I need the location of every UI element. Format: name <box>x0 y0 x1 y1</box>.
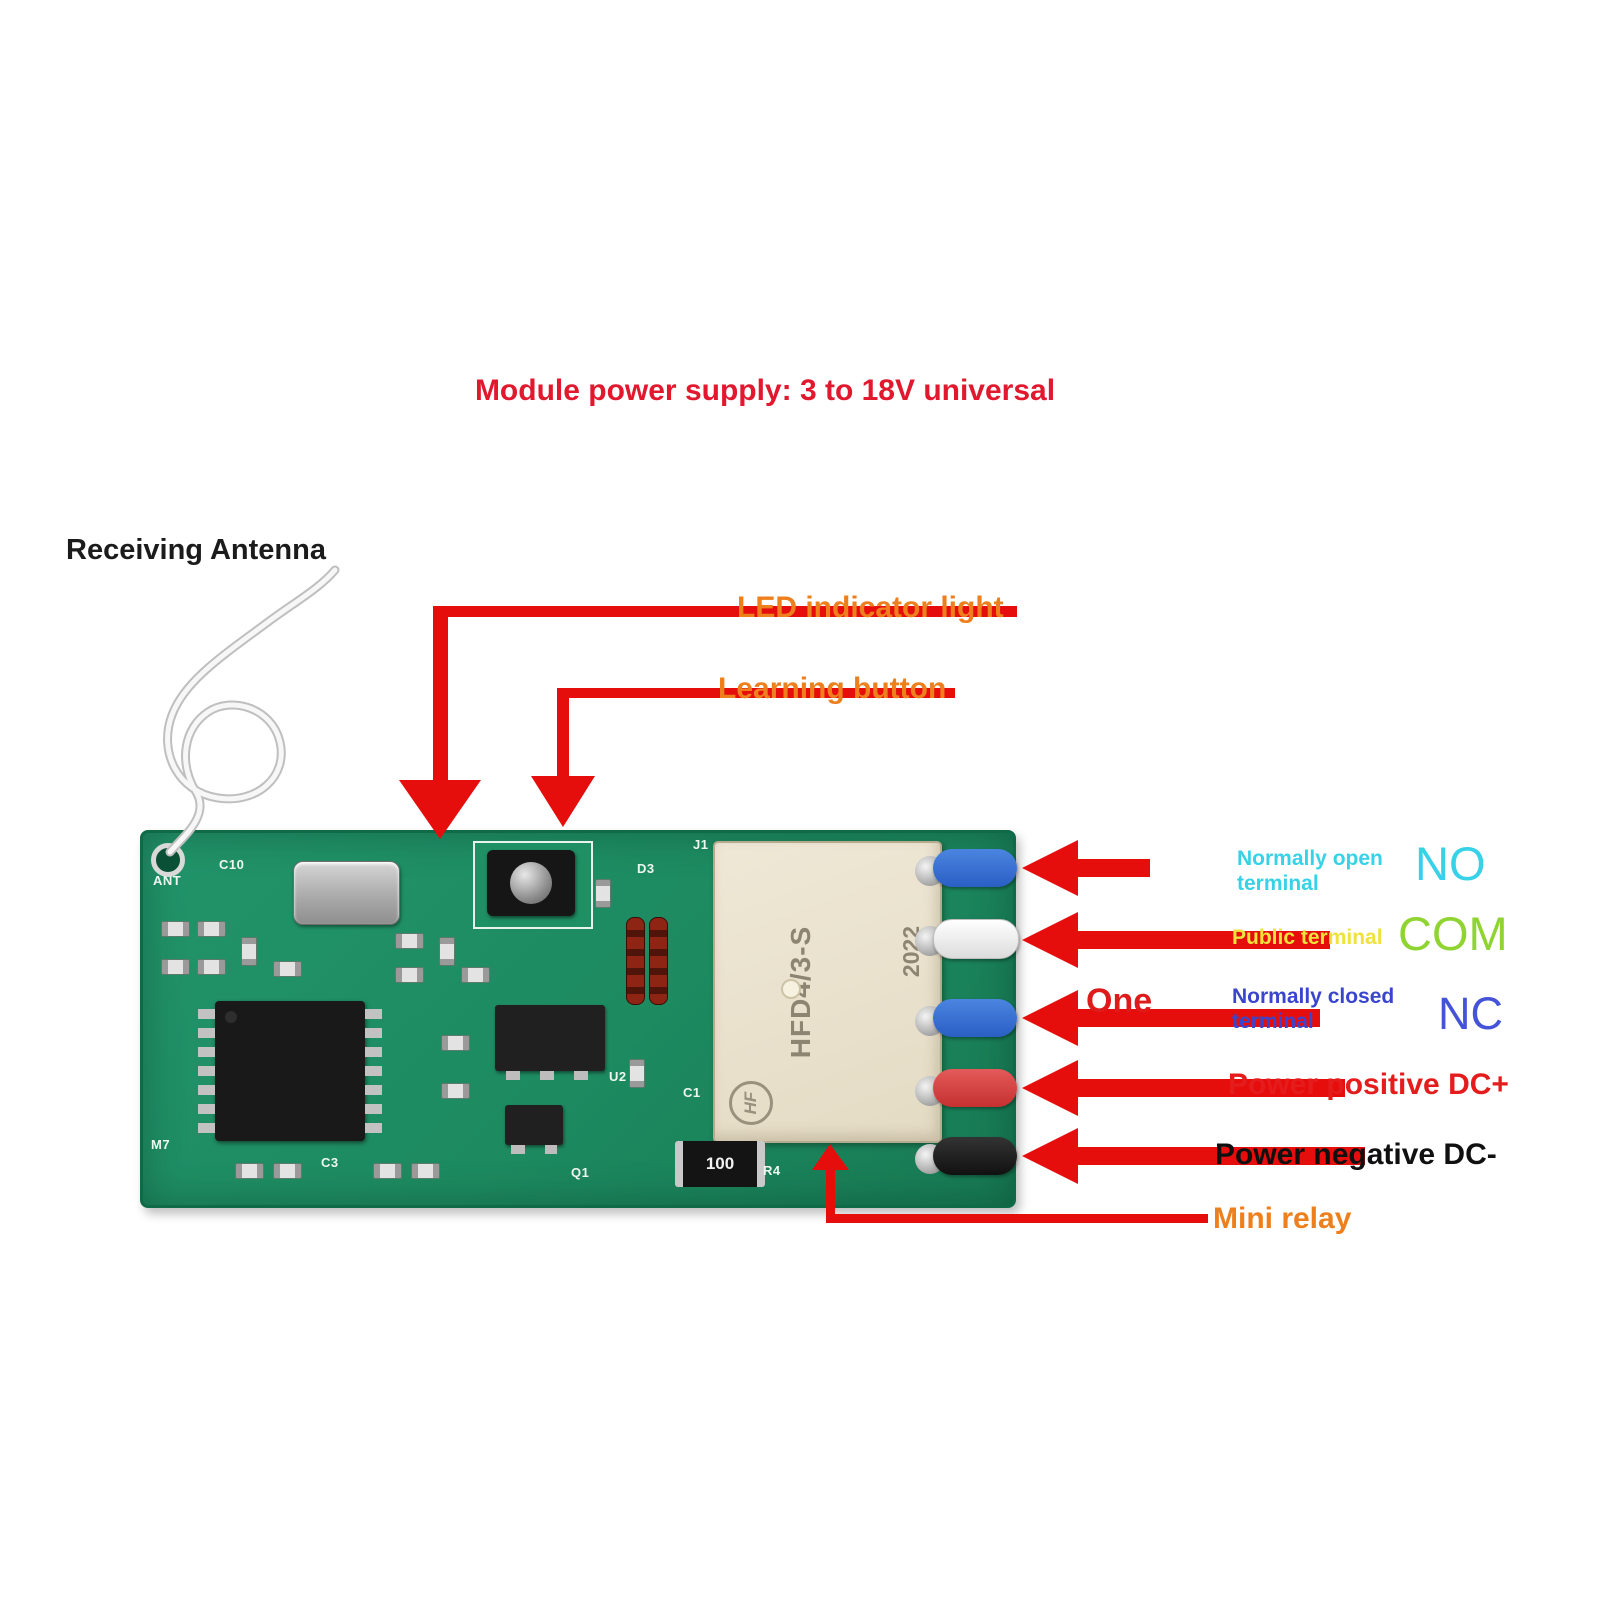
silkscreen-c3: C3 <box>321 1155 339 1170</box>
smd-component <box>161 921 190 937</box>
silkscreen-ant: ANT <box>153 873 182 888</box>
learning-button-label: Learning button <box>718 672 947 705</box>
silkscreen-c1: C1 <box>683 1085 701 1100</box>
smd-component <box>395 967 424 983</box>
ic-pin1-dimple <box>225 1011 237 1023</box>
smd-component <box>273 1163 302 1179</box>
no-abbreviation: NO <box>1415 837 1486 890</box>
silkscreen-u2: U2 <box>609 1069 627 1084</box>
smd-component <box>241 937 257 966</box>
smd-component <box>629 1059 645 1088</box>
wire-power-negative <box>933 1137 1017 1175</box>
wire-common <box>933 919 1019 959</box>
nc-terminal-label: Normally closed terminal <box>1232 985 1395 1034</box>
silkscreen-d3: D3 <box>637 861 655 876</box>
smd-component <box>439 937 455 966</box>
smd-component <box>197 921 226 937</box>
led-indicator-label: LED indicator light <box>737 591 1004 624</box>
learning-button <box>487 850 575 916</box>
no-arrow <box>1022 840 1150 896</box>
voltage-regulator-u2 <box>495 1005 605 1080</box>
nc-abbreviation: NC <box>1438 988 1503 1039</box>
one-label: One <box>1086 982 1153 1020</box>
smd-component <box>395 933 424 949</box>
resistor-100: 100 <box>675 1141 765 1187</box>
smd-component <box>461 967 490 983</box>
silkscreen-r4: R4 <box>763 1163 781 1178</box>
no-terminal-label: Normally open terminal <box>1237 847 1383 896</box>
wire-normally-closed <box>933 999 1017 1037</box>
diode-1 <box>626 917 645 1005</box>
smd-component <box>273 961 302 977</box>
silkscreen-c10: C10 <box>219 857 245 872</box>
smd-component <box>161 959 190 975</box>
crystal-oscillator <box>293 861 400 925</box>
smd-component <box>373 1163 402 1179</box>
smd-component <box>197 959 226 975</box>
receiving-antenna-label: Receiving Antenna <box>66 534 326 566</box>
com-abbreviation: COM <box>1398 907 1508 960</box>
mini-relay: HFD4/3-S 2022 HF <box>713 841 942 1143</box>
learning-button-arrow <box>531 688 955 827</box>
power-negative-label: Power negative DC- <box>1215 1138 1497 1171</box>
antenna-wire <box>163 565 340 857</box>
wire-normally-open <box>933 849 1017 887</box>
transistor-q1 <box>505 1105 563 1154</box>
power-positive-label: Power positive DC+ <box>1228 1068 1509 1101</box>
smd-component <box>411 1163 440 1179</box>
mini-relay-label: Mini relay <box>1213 1202 1352 1235</box>
wire-power-positive <box>933 1069 1017 1107</box>
relay-brand-logo: HF <box>729 1081 773 1125</box>
antenna-hole <box>151 843 185 877</box>
smd-component <box>441 1083 470 1099</box>
page-title: Module power supply: 3 to 18V universal <box>474 374 1056 407</box>
smd-component <box>441 1035 470 1051</box>
resistor-value: 100 <box>705 1154 735 1173</box>
relay-dot <box>781 979 801 999</box>
main-ic-chip <box>198 1001 382 1141</box>
silkscreen-j1: J1 <box>693 837 709 852</box>
silkscreen-m7: M7 <box>151 1137 171 1152</box>
diode-2 <box>649 917 668 1005</box>
receiver-pcb: ANT C10 D3 J1 HFD4/3-S 2022 HF U2 Q1 100… <box>140 830 1016 1208</box>
smd-component <box>235 1163 264 1179</box>
silkscreen-q1: Q1 <box>571 1165 590 1180</box>
smd-component <box>595 879 611 908</box>
com-terminal-label: Public terminal <box>1232 926 1383 949</box>
led-indicator-arrow <box>399 606 1017 839</box>
